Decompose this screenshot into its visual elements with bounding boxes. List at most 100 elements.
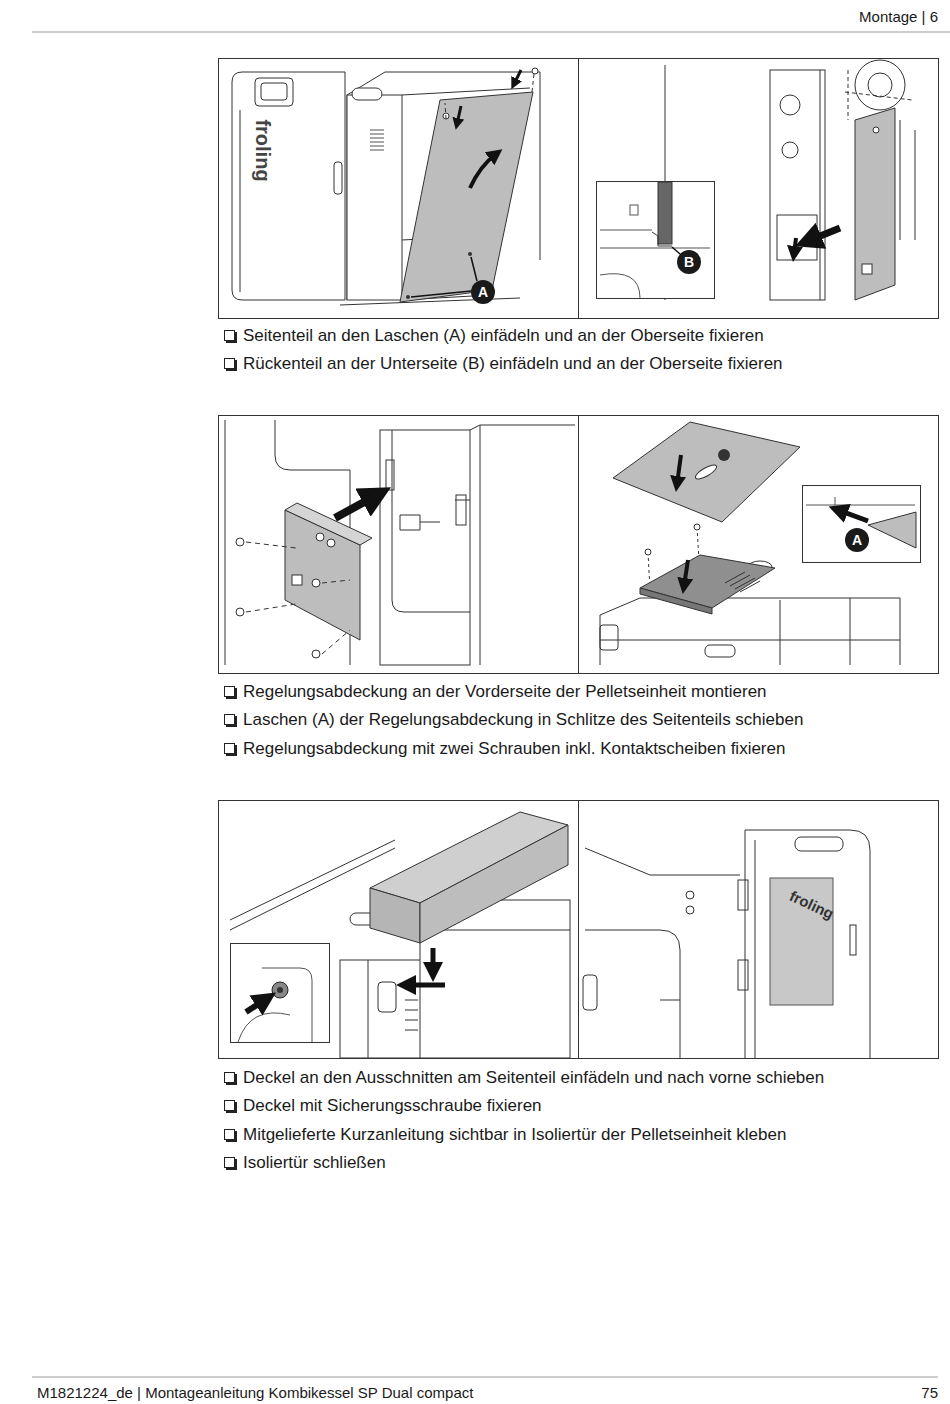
boiler-door [585, 930, 680, 1058]
checkbox [226, 716, 236, 726]
side-panel [471, 257, 477, 281]
boiler-door [738, 880, 748, 910]
detail-inset [672, 247, 680, 254]
side-panel [468, 252, 472, 256]
boiler-detail [455, 500, 470, 501]
detail-inset [238, 1013, 290, 1042]
mounting-plate [312, 650, 320, 658]
side-panel [514, 70, 521, 84]
mounting-plate [246, 542, 296, 548]
lid [431, 948, 436, 972]
control-cover [613, 422, 800, 614]
detail-inset [600, 230, 652, 231]
detail-inset [652, 232, 672, 246]
boiler-side [405, 1010, 418, 1011]
page-header: Montage | 6 [859, 8, 938, 27]
checkbox [225, 1158, 235, 1168]
rear-panel [862, 264, 872, 274]
mounting-plate [246, 542, 350, 654]
boiler-top [780, 600, 781, 665]
boiler-side [340, 960, 430, 1058]
checkbox [226, 1074, 236, 1084]
detail-inset [600, 274, 640, 298]
boiler-door [583, 830, 870, 1058]
mounting-plate [236, 538, 320, 658]
boiler-back [855, 60, 905, 110]
boiler-side [405, 1020, 418, 1021]
mounting-plate [335, 495, 377, 518]
panel-frame [578, 415, 579, 673]
instruction-step: Mitgelieferte Kurzanleitung sichtbar in … [243, 1124, 786, 1145]
detail-inset [806, 505, 915, 506]
boiler-side [440, 930, 570, 931]
grille [370, 146, 384, 147]
mounting-plate [236, 495, 377, 658]
boiler-door [660, 1000, 680, 1001]
control-cover [725, 572, 745, 583]
checkbox [225, 744, 235, 754]
detail-inset [597, 182, 715, 299]
panel-frame [578, 800, 579, 1058]
panel-frame [578, 58, 579, 318]
detail-inset [262, 968, 312, 1042]
control-cover [725, 572, 760, 592]
boiler-back [845, 92, 912, 100]
boiler-front [334, 162, 342, 194]
checkbox [225, 1101, 235, 1111]
detail-inset [277, 987, 283, 993]
control-cover [694, 524, 700, 530]
detail-inset [272, 982, 288, 998]
instruction-step: Deckel an den Ausschnitten am Seitenteil… [243, 1067, 824, 1088]
control-cover [740, 581, 760, 592]
checkbox [226, 1102, 236, 1112]
boiler-top [600, 625, 618, 650]
checkbox [226, 1131, 236, 1141]
checkbox [225, 1073, 235, 1083]
control-cover [640, 588, 712, 614]
boiler-top [850, 598, 851, 665]
boiler-door [585, 848, 650, 875]
panel-frame [219, 58, 939, 1059]
boiler-back [782, 142, 798, 158]
mounting-plate [292, 575, 302, 585]
callout-text: A [852, 533, 862, 547]
grille [370, 130, 384, 131]
control-cover [730, 575, 750, 586]
lid [370, 812, 568, 985]
detail-inset [231, 944, 330, 1043]
boiler-detail [225, 420, 575, 665]
callout-letter: A [845, 528, 869, 552]
boiler-detail [225, 420, 226, 665]
instruction-step: Regelungsabdeckung mit zwei Schrauben in… [243, 738, 785, 759]
boiler-back [900, 120, 901, 240]
checkbox [226, 360, 236, 370]
callout-letter: A [471, 280, 495, 304]
boiler-detail [420, 522, 440, 523]
rear-panel [873, 127, 879, 133]
boiler-door [795, 837, 843, 851]
control-cover [677, 455, 681, 484]
mounting-plate [312, 579, 320, 587]
detail-inset [231, 944, 330, 1043]
grille [370, 130, 384, 150]
boiler-door [583, 975, 597, 1010]
rear-panel [855, 108, 895, 300]
boiler-top [600, 598, 900, 665]
boiler-door [686, 906, 694, 914]
control-cover [697, 527, 699, 560]
instruction-step: Deckel mit Sicherungsschraube fixieren [243, 1095, 542, 1116]
boiler-detail [456, 495, 466, 525]
instruction-step: Laschen (A) der Regelungsabdeckung in Sc… [243, 709, 803, 730]
checkbox [225, 1130, 235, 1140]
boiler-back [848, 70, 849, 120]
rear-panel [794, 238, 796, 254]
page-number: 75 [921, 1384, 938, 1403]
boiler-detail [392, 600, 470, 612]
checkbox [225, 715, 235, 725]
boiler-front [347, 95, 402, 300]
mounting-plate [327, 539, 335, 547]
side-panel [400, 92, 533, 302]
callout-letter: B [677, 250, 701, 274]
